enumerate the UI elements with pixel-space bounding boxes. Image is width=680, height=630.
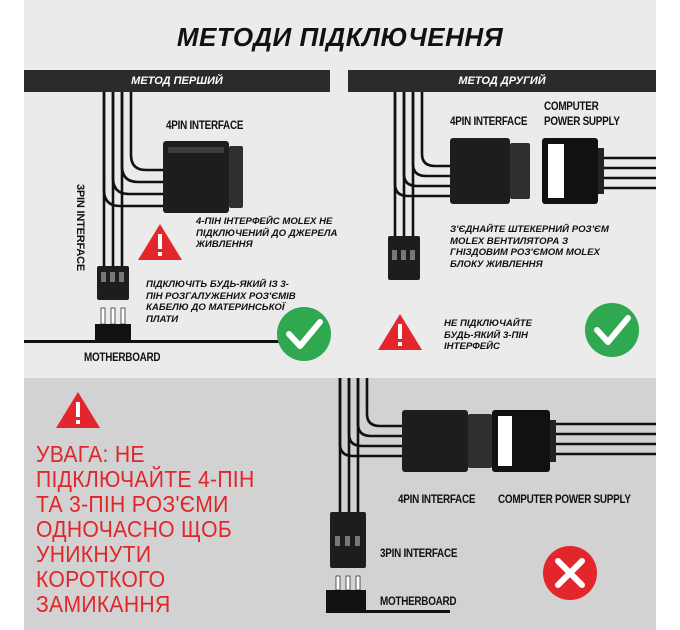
warning-text: УВАГА: НЕ ПІДКЛЮЧАЙТЕ 4-ПІН ТА 3-ПІН РОЗ… [36, 441, 255, 617]
method1-warning-triangle-icon [138, 224, 182, 260]
method2-ok-text: З'ЄДНАЙТЕ ШТЕКЕРНИЙ РОЗ'ЄМ MOLEX ВЕНТИЛЯ… [450, 224, 609, 270]
method1-3pin-label: 3PIN INTERFACE [74, 184, 86, 272]
bottom-molex-male-connector [402, 410, 492, 472]
bottom-motherboard-label: MOTHERBOARD [380, 596, 457, 608]
method1-check-circle-icon [277, 307, 331, 361]
bottom-cross-circle-icon [543, 546, 597, 600]
bottom-4pin-label: 4PIN INTERFACE [398, 494, 476, 506]
method1-ok-text: ПІДКЛЮЧІТЬ БУДЬ-ЯКИЙ ІЗ 3-ПІН РОЗГАЛУЖЕН… [146, 279, 296, 325]
method2-check-circle-icon [585, 303, 639, 357]
method1-warning-text: 4-ПІН ІНТЕРФЕЙС MOLEX НЕ ПІДКЛЮЧЕНИЙ ДО … [196, 216, 338, 251]
method2-3pin-female-connector [388, 236, 420, 280]
method2-warning-text: НЕ ПІДКЛЮЧАЙТЕ БУДЬ-ЯКИЙ 3-ПІН ІНТЕРФЕЙС [444, 318, 532, 353]
page-title: МЕТОДИ ПІДКЛЮЧЕННЯ [176, 22, 504, 52]
bottom-psu-label: COMPUTER POWER SUPPLY [498, 494, 631, 506]
bottom-psu-molex-female-connector [492, 410, 556, 472]
method2-warning-triangle-icon [378, 314, 422, 350]
bottom-3pin-female-connector [330, 512, 366, 568]
method1-4pin-label: 4PIN INTERFACE [166, 120, 244, 132]
method2-header: МЕТОД ДРУГИЙ [348, 70, 656, 92]
bottom-cables [338, 378, 656, 520]
method1-molex-male-connector [163, 141, 243, 213]
method2-4pin-label: 4PIN INTERFACE [450, 116, 528, 128]
method1-motherboard-header [24, 307, 284, 343]
method1-cables [102, 92, 166, 272]
method2-cables [393, 92, 656, 240]
method2-psu-molex-female-connector [542, 138, 604, 204]
method2-molex-male-connector [450, 138, 530, 204]
method2-psu-label: COMPUTER POWER SUPPLY [544, 101, 620, 128]
bottom-warning-triangle-icon [56, 392, 100, 428]
method1-motherboard-label: MOTHERBOARD [84, 352, 161, 364]
method1-header: МЕТОД ПЕРШИЙ [24, 70, 330, 92]
method1-3pin-female-connector [97, 266, 129, 300]
bottom-motherboard-header [326, 575, 450, 613]
bottom-3pin-label: 3PIN INTERFACE [380, 548, 458, 560]
